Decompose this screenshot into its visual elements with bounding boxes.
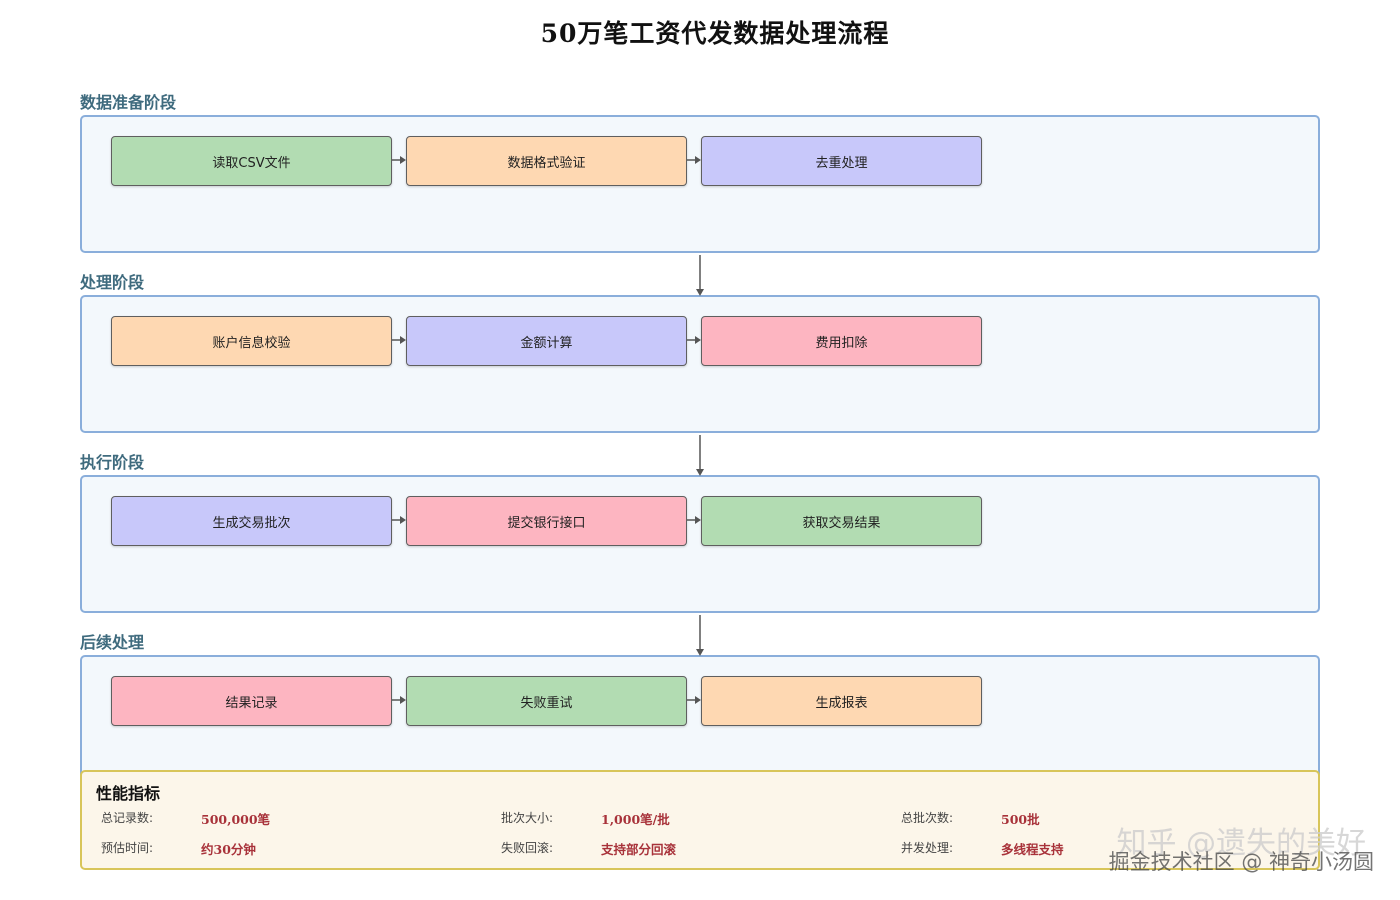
arrow-process-1: [392, 336, 406, 344]
diagram-title: 50万笔工资代发数据处理流程: [540, 19, 890, 48]
node-read-csv: 读取CSV文件: [111, 136, 392, 186]
stage-label-prepare: 数据准备阶段: [80, 93, 177, 112]
node-amount-calc: 金额计算: [406, 316, 687, 366]
arrow-followup-2: [687, 696, 701, 704]
stage-label-followup: 后续处理: [80, 633, 145, 652]
node-fetch-result: 获取交易结果: [701, 496, 982, 546]
metric-label-est-time: 预估时间:: [101, 841, 154, 855]
node-account-check: 账户信息校验: [111, 316, 392, 366]
arrow-stage-3-4: [696, 615, 704, 656]
node-record-result: 结果记录: [111, 676, 392, 726]
node-create-batch: 生成交易批次: [111, 496, 392, 546]
arrow-process-2: [687, 336, 701, 344]
stage-box-process: 账户信息校验 金额计算 费用扣除: [80, 295, 1320, 433]
stage-box-execute: 生成交易批次 提交银行接口 获取交易结果: [80, 475, 1320, 613]
metric-value-rollback: 支持部分回滚: [601, 842, 677, 857]
arrow-prepare-2: [687, 156, 701, 164]
stage-label-execute: 执行阶段: [80, 453, 145, 472]
watermark-zhihu: 知乎 @遗失的美好: [1116, 826, 1366, 861]
metrics-title: 性能指标: [96, 784, 161, 803]
metric-value-est-time: 约30分钟: [201, 842, 256, 857]
arrow-stage-1-2: [696, 255, 704, 296]
node-dedupe: 去重处理: [701, 136, 982, 186]
arrow-execute-1: [392, 516, 406, 524]
metric-label-rollback: 失败回滚:: [501, 841, 554, 855]
arrow-execute-2: [687, 516, 701, 524]
node-fee-deduct: 费用扣除: [701, 316, 982, 366]
metric-label-batch-size: 批次大小:: [501, 811, 554, 825]
metric-label-concurrency: 并发处理:: [901, 841, 954, 855]
node-submit-bank: 提交银行接口: [406, 496, 687, 546]
metric-label-batch-count: 总批次数:: [901, 811, 954, 825]
metric-value-batch-size: 1,000笔/批: [601, 812, 670, 827]
arrow-followup-1: [392, 696, 406, 704]
node-retry-failed: 失败重试: [406, 676, 687, 726]
node-format-validate: 数据格式验证: [406, 136, 687, 186]
metric-value-batch-count: 500批: [1001, 812, 1040, 827]
arrow-stage-2-3: [696, 435, 704, 476]
stage-box-prepare: 读取CSV文件 数据格式验证 去重处理: [80, 115, 1320, 253]
node-gen-report: 生成报表: [701, 676, 982, 726]
stage-label-process: 处理阶段: [80, 273, 145, 292]
watermark-juejin: 掘金技术社区 @ 神奇小汤圆: [1108, 850, 1374, 874]
metrics-panel: 性能指标 总记录数: 500,000笔 批次大小: 1,000笔/批 总批次数:…: [80, 770, 1320, 870]
metric-value-total-records: 500,000笔: [201, 812, 271, 827]
metric-label-total-records: 总记录数:: [101, 811, 154, 825]
metric-value-concurrency: 多线程支持: [1001, 842, 1064, 857]
arrow-prepare-1: [392, 156, 406, 164]
